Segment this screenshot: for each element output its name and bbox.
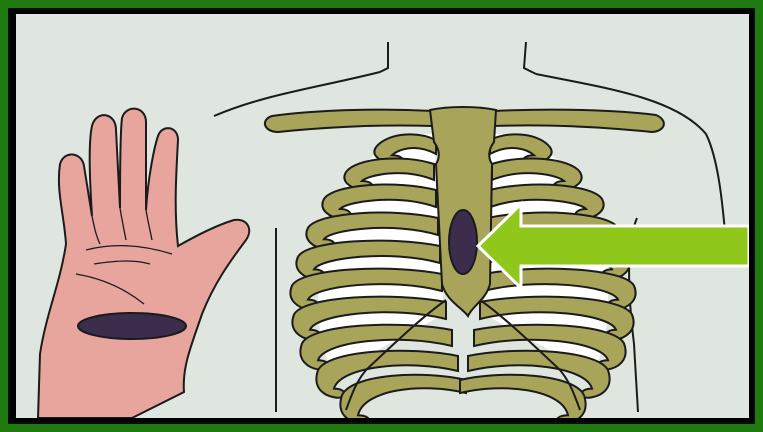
sternum-compression-marker: [449, 210, 477, 274]
cpr-hand-position-illustration: [16, 14, 749, 418]
heel-of-hand-marker: [78, 313, 186, 339]
figure-panel: [10, 10, 753, 422]
